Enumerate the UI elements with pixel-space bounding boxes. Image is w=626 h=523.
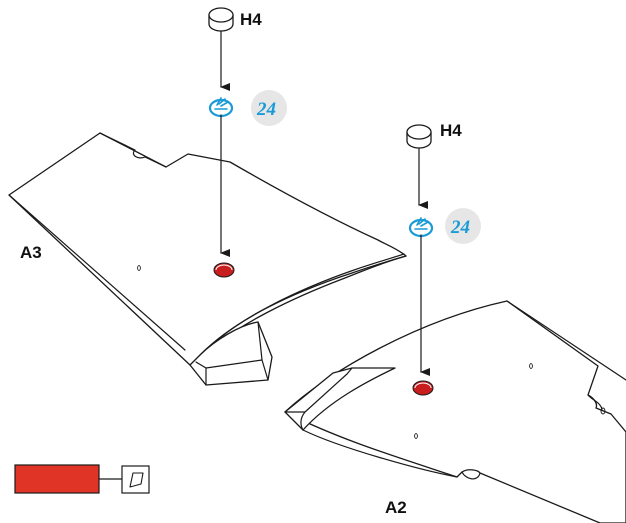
glue-drop-icon (208, 97, 234, 118)
paint-symbol-box (121, 465, 150, 494)
wing-a3 (8, 132, 407, 386)
label-a3: A3 (20, 243, 42, 262)
wing-a2 (284, 300, 626, 523)
hole-a2 (412, 380, 434, 396)
label-h4-right: H4 (440, 121, 462, 140)
insert-h4-right (406, 124, 432, 149)
paint-pot-icon (129, 472, 144, 488)
glue-drop-icon (408, 217, 434, 238)
step-number-top: 24 (256, 99, 276, 120)
hole-a3 (213, 262, 235, 278)
insert-h4-top (208, 7, 234, 32)
step-badge-right: 24 (445, 208, 481, 244)
paint-legend (14, 464, 150, 494)
paint-swatch (14, 464, 100, 494)
step-badge-top: 24 (251, 90, 287, 126)
label-h4-top: H4 (240, 10, 262, 29)
step-number-right: 24 (450, 217, 470, 238)
label-a2: A2 (385, 498, 407, 517)
